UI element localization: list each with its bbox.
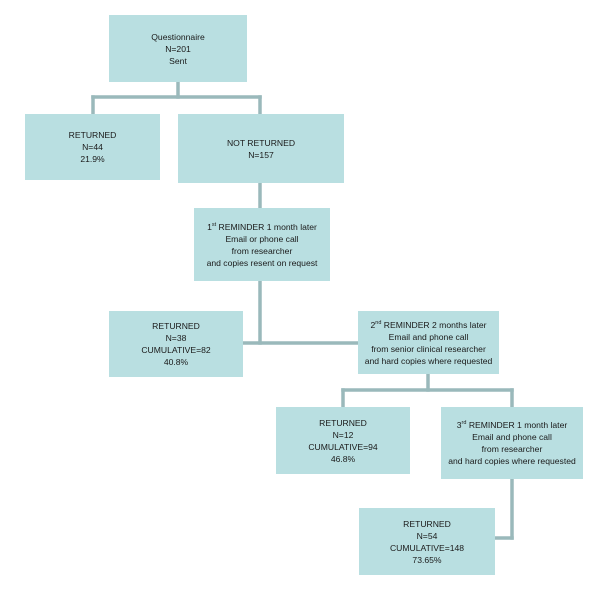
returned-4-line-2: N=54 — [416, 530, 438, 541]
reminder-1-ordinal: 1 — [207, 221, 212, 232]
reminder-2-title-rest: REMINDER 2 months later — [381, 319, 487, 330]
returned-box-4: RETURNED N=54 CUMULATIVE=148 73.65% — [359, 508, 495, 575]
reminder-3-line-1: Email and phone call — [472, 432, 552, 442]
returned-3-line-1: RETURNED — [319, 417, 367, 428]
reminder-1-title: 1st REMINDER 1 month later — [207, 221, 317, 233]
reminder-1-title-rest: REMINDER 1 month later — [216, 221, 317, 232]
questionnaire-line-1: Questionnaire — [151, 31, 205, 42]
not-returned-line-1: NOT RETURNED — [226, 137, 296, 148]
reminder-2-title: 2nd REMINDER 2 months later — [371, 319, 487, 331]
returned-4-line-1: RETURNED — [403, 518, 451, 529]
returned-1-line-2: N=44 — [82, 142, 103, 152]
returned-3-line-3: CUMULATIVE=94 — [308, 441, 378, 452]
reminder-3-line-2: from researcher — [481, 444, 543, 454]
reminder-1-ordinal-suffix: st — [211, 221, 217, 228]
questionnaire-box: Questionnaire N=201 Sent — [109, 15, 247, 82]
reminder-3-line-3: and hard copies where requested — [448, 456, 576, 466]
reminder-2-line-2: from senior clinical researcher — [371, 343, 486, 354]
reminder-2-box: 2nd REMINDER 2 months later Email and ph… — [358, 311, 499, 374]
reminder-3-title-rest: REMINDER 1 month later — [466, 420, 568, 430]
returned-2-line-1: RETURNED — [152, 321, 200, 331]
questionnaire-line-2: N=201 — [165, 43, 191, 54]
reminder-1-box: 1st REMINDER 1 month later Email or phon… — [194, 208, 330, 281]
returned-3-line-4: 46.8% — [330, 453, 356, 464]
reminder-1-line-2: from researcher — [231, 245, 293, 256]
returned-4-line-4: 73.65% — [412, 554, 442, 565]
questionnaire-line-3: Sent — [169, 55, 187, 66]
not-returned-line-2: N=157 — [248, 149, 274, 160]
not-returned-box: NOT RETURNED N=157 — [178, 114, 344, 183]
reminder-2-line-1: Email and phone call — [388, 331, 469, 342]
returned-1-line-3: 21.9% — [80, 154, 105, 164]
reminder-3-title: 3rd REMINDER 1 month later — [457, 419, 567, 431]
returned-box-3: RETURNED N=12 CUMULATIVE=94 46.8% — [276, 407, 410, 474]
reminder-3-box: 3rd REMINDER 1 month later Email and pho… — [441, 407, 583, 479]
returned-3-line-2: N=12 — [332, 429, 354, 440]
reminder-1-line-3: and copies resent on request — [206, 257, 318, 268]
returned-1-line-1: RETURNED — [68, 130, 117, 140]
reminder-2-ordinal-suffix: nd — [375, 319, 382, 326]
reminder-2-line-3: and hard copies where requested — [364, 355, 493, 366]
reminder-3-ordinal-suffix: rd — [461, 420, 467, 427]
returned-4-line-3: CUMULATIVE=148 — [389, 542, 465, 553]
returned-2-line-3: CUMULATIVE=82 — [141, 345, 211, 355]
returned-box-1: RETURNED N=44 21.9% — [25, 114, 160, 180]
returned-box-2: RETURNED N=38 CUMULATIVE=82 40.8% — [109, 311, 243, 377]
reminder-1-line-1: Email or phone call — [225, 233, 299, 244]
returned-2-line-2: N=38 — [165, 333, 187, 343]
reminder-2-ordinal: 2 — [370, 319, 376, 330]
returned-2-line-4: 40.8% — [163, 357, 189, 367]
reminder-3-ordinal: 3 — [456, 420, 462, 430]
